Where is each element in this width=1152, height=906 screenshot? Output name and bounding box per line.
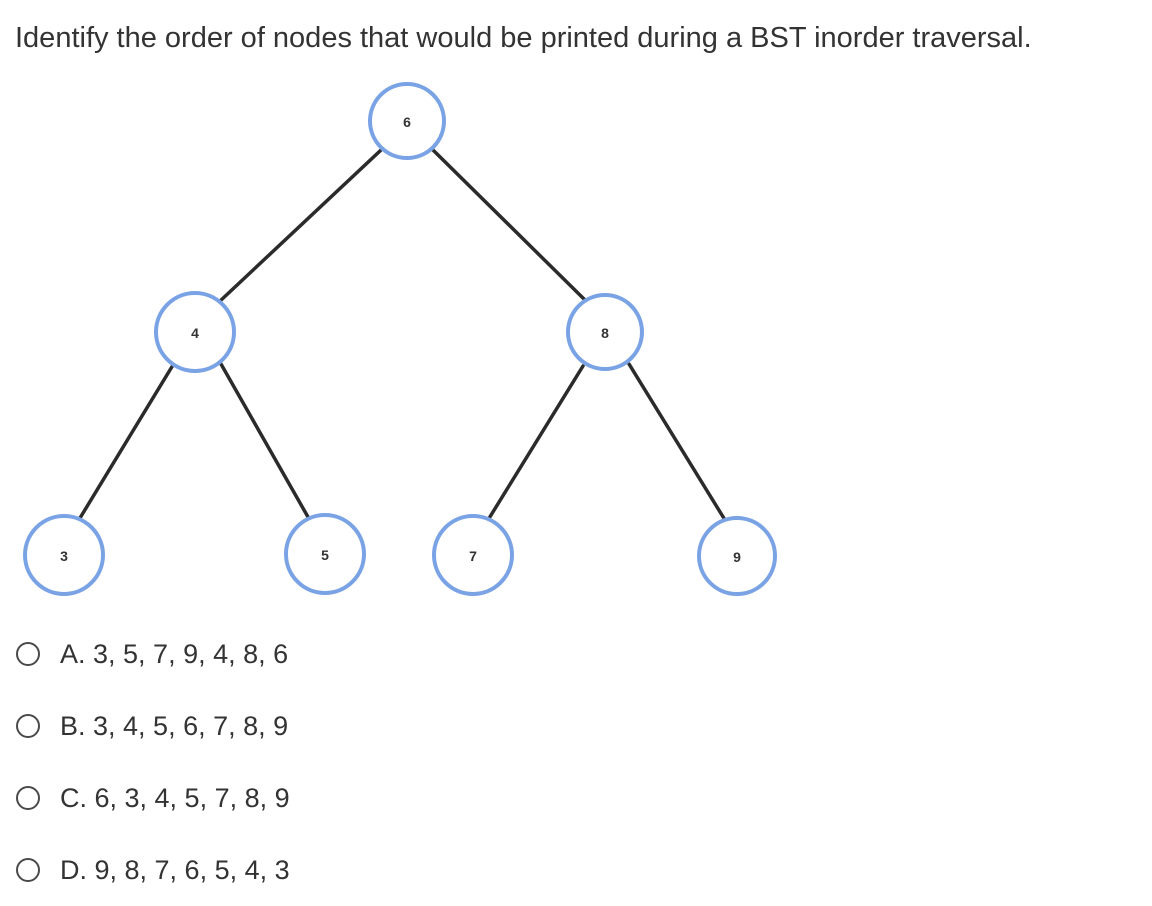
edge-6-8 [431, 148, 587, 302]
edge-8-9 [627, 362, 727, 522]
tree-node-4: 4 [154, 291, 236, 373]
node-label: 7 [469, 548, 477, 564]
option-b[interactable]: B. 3, 4, 5, 6, 7, 8, 9 [16, 690, 290, 762]
node-label: 9 [733, 549, 741, 565]
edge-8-7 [486, 364, 585, 522]
tree-node-8: 8 [566, 293, 644, 371]
option-label: B. 3, 4, 5, 6, 7, 8, 9 [60, 710, 289, 741]
radio-button[interactable] [16, 642, 40, 666]
option-label: D. 9, 8, 7, 6, 5, 4, 3 [60, 854, 290, 885]
radio-button[interactable] [16, 858, 40, 882]
node-label: 8 [601, 325, 609, 341]
radio-button[interactable] [16, 786, 40, 810]
tree-nodes: 6 4 8 3 5 7 9 [23, 82, 777, 596]
option-label: A. 3, 5, 7, 9, 4, 8, 6 [60, 638, 289, 669]
question-text: Identify the order of nodes that would b… [15, 22, 1032, 54]
node-label: 5 [321, 547, 329, 563]
bst-diagram: 6 4 8 3 5 7 9 [23, 82, 777, 596]
tree-node-3: 3 [23, 514, 105, 596]
node-label: 6 [403, 114, 411, 130]
tree-node-6: 6 [368, 82, 446, 160]
answer-options: A. 3, 5, 7, 9, 4, 8, 6 B. 3, 4, 5, 6, 7,… [16, 618, 290, 906]
edge-4-5 [219, 362, 310, 519]
option-c[interactable]: C. 6, 3, 4, 5, 7, 8, 9 [16, 762, 290, 834]
node-label: 4 [191, 325, 199, 341]
edge-6-4 [217, 148, 383, 304]
radio-button[interactable] [16, 714, 40, 738]
tree-edges [78, 148, 727, 522]
option-a[interactable]: A. 3, 5, 7, 9, 4, 8, 6 [16, 618, 290, 690]
tree-node-5: 5 [284, 513, 366, 595]
option-d[interactable]: D. 9, 8, 7, 6, 5, 4, 3 [16, 834, 290, 906]
edge-4-3 [78, 363, 175, 520]
tree-node-9: 9 [697, 516, 777, 596]
option-label: C. 6, 3, 4, 5, 7, 8, 9 [60, 782, 290, 813]
node-label: 3 [60, 548, 68, 564]
tree-node-7: 7 [432, 514, 514, 596]
